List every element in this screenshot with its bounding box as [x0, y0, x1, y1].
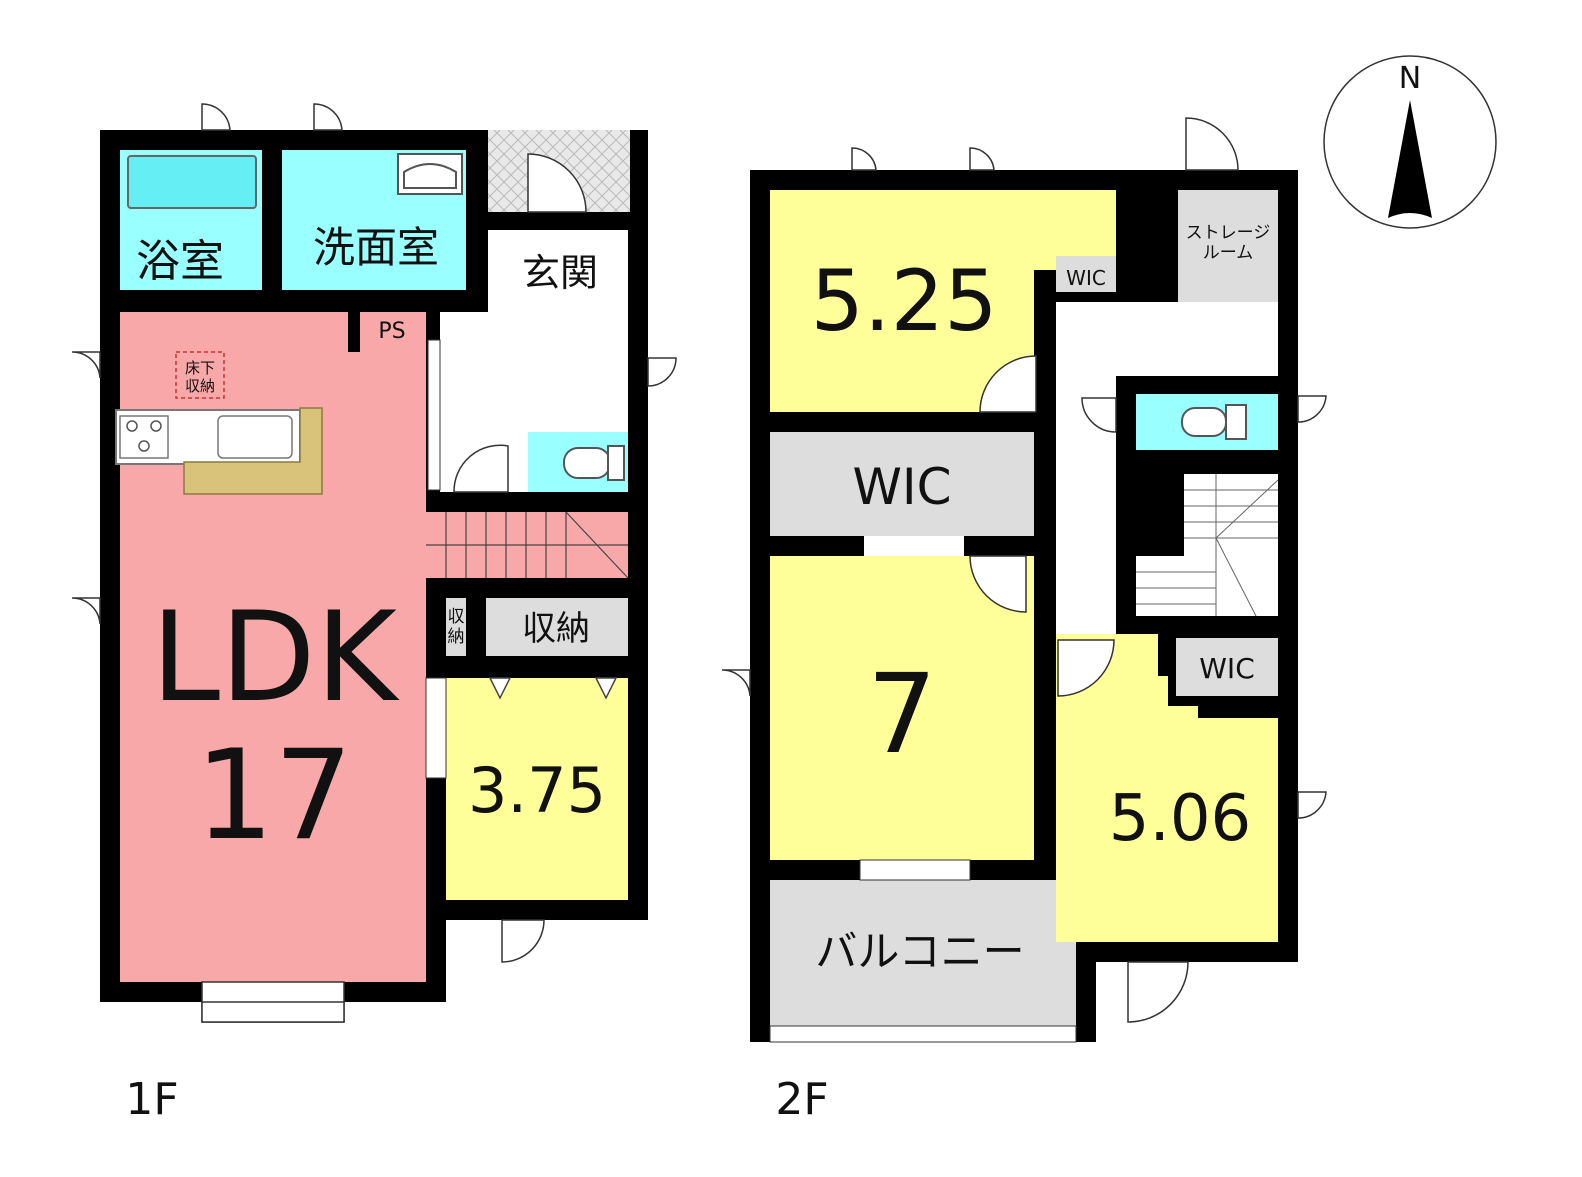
labels-1f: 浴室 洗面室 玄関 PS 床下 収納 LDK 17 収 納 収納 3.75 1F [125, 223, 606, 1125]
bedroom-5-06 [1056, 634, 1278, 942]
storage-room-label-1: ストレージ [1186, 223, 1271, 243]
bedroom-7 [770, 556, 1034, 860]
ldk-size: 17 [195, 724, 353, 868]
north-compass: N [1323, 55, 1497, 229]
floor-1f [71, 103, 677, 1023]
small-storage [446, 598, 466, 656]
floor-2f-label: 2F [775, 1074, 828, 1125]
wic-right [1176, 638, 1278, 696]
bedroom-1f-size: 3.75 [468, 754, 606, 827]
counter-bar [183, 407, 323, 495]
compass-label: N [1399, 61, 1421, 96]
ldk-label: LDK [151, 586, 400, 730]
underfloor-storage-label-2: 収納 [185, 377, 215, 395]
room-c-size: 5.06 [1109, 782, 1252, 856]
entrance [488, 230, 628, 312]
balcony [770, 880, 1076, 1026]
washroom-label: 洗面室 [313, 223, 439, 272]
storage-room-label-2: ルーム [1203, 243, 1254, 263]
ps-label: PS [378, 319, 405, 344]
wic-small-label: WIC [1066, 266, 1106, 290]
wic-center [770, 432, 1034, 536]
room-b-size: 7 [867, 650, 937, 778]
room-a-size: 5.25 [810, 252, 997, 350]
small-storage-label-2: 納 [448, 627, 465, 647]
wic-small [1056, 256, 1116, 292]
underfloor-storage [175, 351, 225, 399]
underfloor-storage-label-1: 床下 [185, 359, 215, 377]
wic-right-label: WIC [1199, 652, 1255, 685]
storage-1f [486, 598, 628, 656]
floor-2f [721, 117, 1327, 1052]
hall-2f [1056, 302, 1278, 376]
bath-label: 浴室 [136, 236, 224, 287]
floor-1f-label: 1F [125, 1074, 178, 1125]
labels-2f: 5.25 WIC ストレージ ルーム WIC 7 WIC 5.06 バルコニー … [775, 223, 1270, 1125]
wic-center-label: WIC [852, 458, 951, 516]
small-storage-label-1: 収 [448, 607, 465, 627]
stairs-2f [1184, 474, 1278, 616]
balcony-label: バルコニー [815, 927, 1024, 976]
bedroom-1f [446, 678, 628, 900]
storage-room [1178, 190, 1278, 302]
storage-label: 収納 [522, 609, 590, 649]
bathtub [127, 155, 257, 209]
entrance-label: 玄関 [522, 251, 598, 295]
